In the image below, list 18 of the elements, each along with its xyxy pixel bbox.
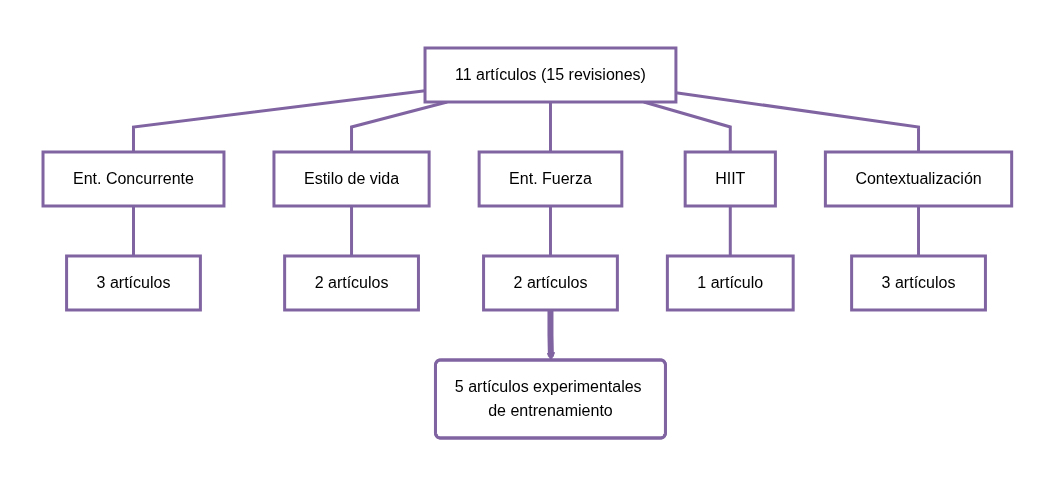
node-box: Ent. Fuerza bbox=[477, 150, 624, 207]
node-box: Estilo de vida bbox=[272, 150, 431, 207]
connector bbox=[728, 205, 732, 256]
connector bbox=[350, 205, 354, 256]
node-box: Contextualización bbox=[824, 150, 1014, 207]
connector bbox=[132, 88, 426, 152]
connector bbox=[549, 205, 553, 256]
node-box: 3 artículos bbox=[850, 254, 988, 311]
node-box: 2 artículos bbox=[283, 254, 421, 311]
node-box: Ent. Concurrente bbox=[41, 150, 226, 207]
connector bbox=[549, 101, 553, 152]
node-box: 2 artículos bbox=[482, 254, 620, 311]
node-box: HIIT bbox=[683, 150, 778, 207]
node-box: 3 artículos bbox=[65, 254, 203, 311]
node-box: 11 artículos (15 revisiones) bbox=[423, 46, 678, 103]
connector bbox=[132, 205, 136, 256]
node-box: 1 artículo bbox=[666, 254, 795, 311]
connector bbox=[917, 205, 921, 256]
